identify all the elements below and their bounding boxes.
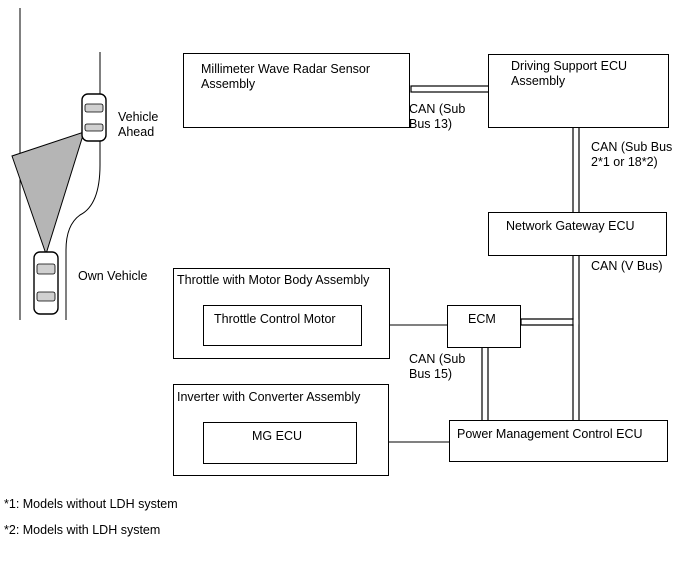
own-vehicle-label: Own Vehicle (78, 269, 148, 283)
power-management-ecu-label: Power Management Control ECU (457, 427, 643, 441)
can-sub-bus-2-18-line (572, 126, 580, 214)
ecm-box: ECM (447, 305, 521, 348)
mg-ecu-box: MG ECU (203, 422, 357, 464)
can-sub-bus-15-label: CAN (Sub Bus 15) (409, 352, 466, 381)
vehicle-ahead-label: Vehicle Ahead (118, 110, 159, 139)
road-scene (11, 8, 107, 320)
vehicle-ahead-icon (81, 93, 107, 142)
network-gateway-ecu-label: Network Gateway ECU (506, 219, 635, 233)
own-vehicle-icon (33, 251, 59, 315)
throttle-motor-box: Throttle Control Motor (203, 305, 362, 346)
can-sub-bus-13-label: CAN (Sub Bus 13) (409, 102, 466, 131)
driving-support-ecu-box: Driving Support ECU Assembly (488, 54, 669, 128)
can-sub-bus-15-line (481, 346, 489, 422)
throttle-assembly-label: Throttle with Motor Body Assembly (177, 273, 370, 287)
can-v-bus-line (520, 254, 580, 422)
throttle-motor-label: Throttle Control Motor (214, 312, 336, 326)
ecm-label: ECM (468, 312, 496, 326)
network-gateway-ecu-box: Network Gateway ECU (488, 212, 667, 256)
can-v-bus-label: CAN (V Bus) (591, 259, 663, 273)
radar-sensor-box: Millimeter Wave Radar Sensor Assembly (183, 53, 410, 128)
inverter-assembly-label: Inverter with Converter Assembly (177, 390, 361, 404)
driving-support-ecu-label: Driving Support ECU Assembly (511, 59, 628, 88)
can-sub-bus-2-18-label: CAN (Sub Bus 2*1 or 18*2) (591, 140, 673, 169)
power-management-ecu-box: Power Management Control ECU (449, 420, 668, 462)
footnote-2: *2: Models with LDH system (4, 523, 161, 537)
can-sub-bus-13-line (410, 85, 490, 93)
footnote-1: *1: Models without LDH system (4, 497, 178, 511)
road-right-edge (65, 52, 101, 320)
radar-detection-cone (11, 131, 85, 256)
mg-ecu-label: MG ECU (252, 429, 302, 443)
radar-sensor-label: Millimeter Wave Radar Sensor Assembly (201, 62, 371, 91)
